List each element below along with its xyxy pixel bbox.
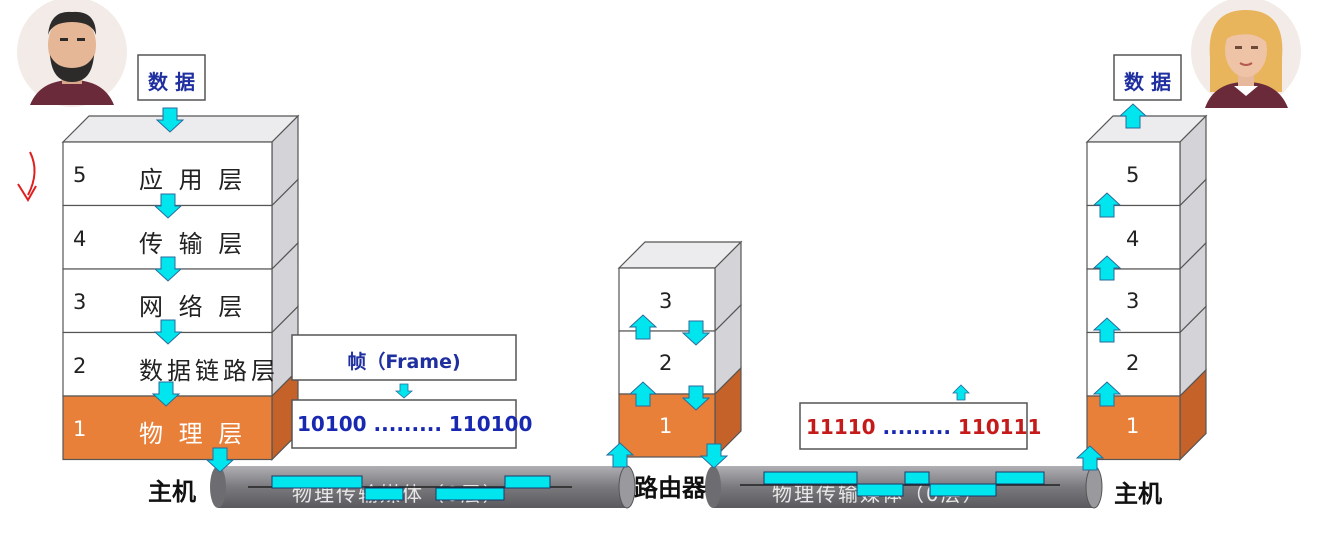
media-pipe-right-right-end — [1085, 465, 1103, 509]
left-layer-5-name: 应 用 层 — [139, 166, 247, 194]
arrow-router-3-to-2 — [681, 320, 711, 346]
media-label-left: 物理传输媒体（0层） — [292, 482, 505, 506]
arrow-router-2-to-1 — [681, 385, 711, 411]
red-down-arrow-icon — [17, 151, 37, 202]
bits-right-part1: 11110 — [806, 415, 876, 439]
bits-small-up-arrow — [952, 384, 970, 401]
arrow-5-to-4 — [153, 193, 183, 219]
bits-right-part4: 10111 — [971, 415, 1042, 439]
left-layer-3-num: 3 — [73, 290, 87, 314]
arrow-right-1-to-2 — [1092, 381, 1122, 407]
man-avatar-icon — [17, 0, 127, 107]
left-layer-2-name: 数据链路层 — [139, 356, 279, 385]
arrow-right-3-to-4 — [1092, 255, 1122, 281]
right-host-layer-2 — [1086, 331, 1181, 397]
arrow-media-to-router — [605, 442, 635, 468]
arrow-media-to-right-host — [1075, 445, 1105, 471]
arrow-right-4-to-5 — [1092, 192, 1122, 218]
bits-right: 11110 ......... 110111 — [806, 415, 1041, 439]
data-box-right — [1113, 54, 1182, 101]
frame-label-box — [291, 334, 517, 381]
data-box-left — [137, 54, 206, 101]
right-layer-4-num: 4 — [1126, 227, 1140, 251]
bits-box-right — [799, 402, 1028, 450]
router-layer-2-num: 2 — [659, 351, 673, 375]
right-layer-1-num: 1 — [1126, 414, 1140, 438]
right-layer-3-num: 3 — [1126, 289, 1140, 313]
right-host-layer-1 — [1086, 395, 1181, 461]
media-pipe-right-left-end — [705, 466, 721, 508]
right-layer-2-num: 2 — [1126, 351, 1140, 375]
left-layer-1-num: 1 — [73, 417, 87, 441]
arrow-right-5-to-data — [1118, 103, 1148, 129]
right-layer-5-num: 5 — [1126, 163, 1140, 187]
woman-avatar-icon — [1191, 0, 1301, 108]
media-pipe-left-right-end — [618, 465, 636, 509]
data-label-left: 数 据 — [148, 70, 195, 94]
arrow-1-to-media — [205, 447, 235, 473]
host-label-left: 主机 — [148, 478, 196, 506]
left-layer-3-name: 网 络 层 — [139, 293, 247, 321]
left-layer-1-name: 物 理 层 — [139, 420, 247, 448]
left-layer-4-name: 传 输 层 — [139, 229, 247, 258]
frame-bits: 10100 ......... 110100 — [297, 412, 533, 436]
bits-right-part2: ......... — [875, 415, 958, 439]
data-label-right: 数 据 — [1124, 70, 1171, 94]
frame-bits-box — [291, 399, 517, 449]
left-layer-5-num: 5 — [73, 163, 87, 187]
frame-small-down-arrow — [394, 383, 414, 399]
arrow-router-to-media — [699, 443, 729, 469]
media-label-right: 物理传输媒体（0层） — [772, 482, 985, 506]
router-layer-3-num: 3 — [659, 289, 673, 313]
router-label: 路由器 — [634, 474, 706, 502]
host-label-right: 主机 — [1114, 480, 1162, 508]
arrow-4-to-3 — [153, 256, 183, 282]
bits-right-part3: 1 — [957, 415, 972, 439]
arrow-2-to-1 — [151, 381, 181, 407]
arrow-router-2-to-3 — [628, 314, 658, 340]
frame-label: 帧（Frame) — [347, 351, 461, 373]
arrow-router-1-to-2 — [628, 381, 658, 407]
router-layer-1-num: 1 — [659, 414, 673, 438]
arrow-data-to-5 — [155, 107, 185, 133]
left-layer-2-num: 2 — [73, 353, 87, 378]
left-layer-4-num: 4 — [73, 226, 87, 251]
arrow-right-2-to-3 — [1092, 317, 1122, 343]
media-pipe-left-left-end — [210, 466, 226, 508]
arrow-3-to-2 — [153, 319, 183, 345]
